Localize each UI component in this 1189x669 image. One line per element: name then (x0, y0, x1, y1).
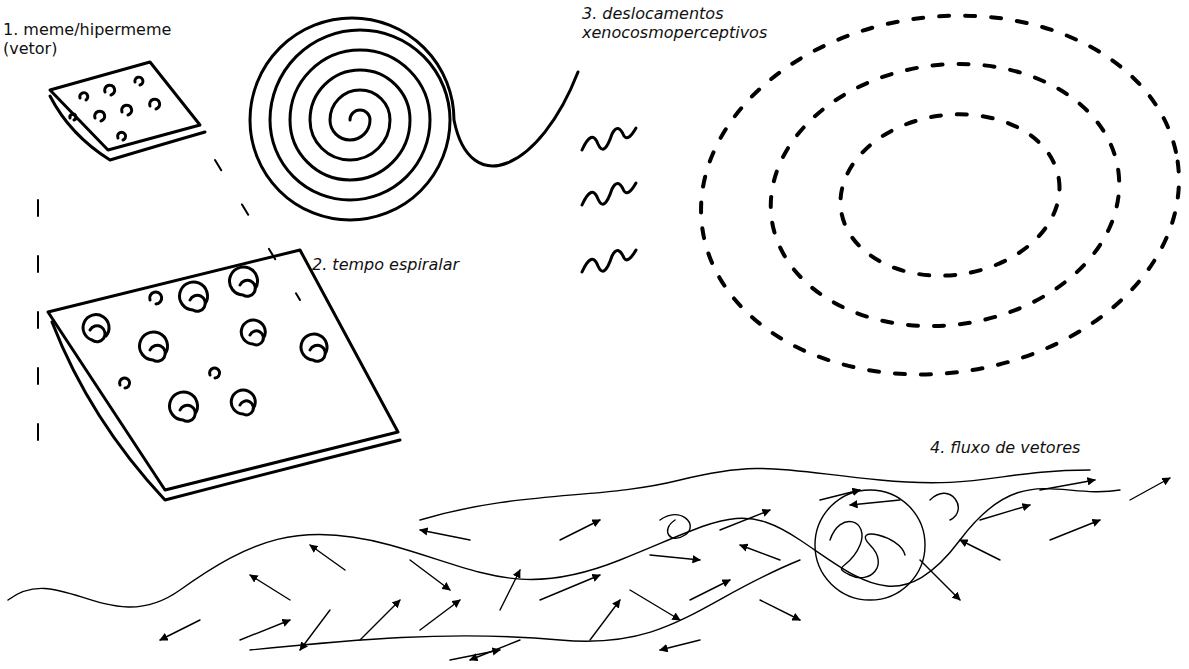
time-spiral (250, 18, 578, 220)
annotation-label: 4. fluxo de vetores (930, 438, 1160, 457)
displacement-squiggle (582, 250, 636, 272)
meme-box (50, 62, 205, 160)
displacement-squiggle (582, 128, 636, 150)
annotation-label: 3. deslocamentos xenocosmoperceptivos (582, 4, 797, 42)
annotation-label: 2. tempo espiralar (312, 255, 532, 274)
displacement-squiggle (582, 183, 636, 205)
hipermeme-box (48, 250, 400, 500)
dashed-orbits (678, 0, 1189, 405)
annotation-label: 1. meme/hipermeme (vetor) (3, 20, 178, 58)
vector-flow (8, 468, 1170, 660)
